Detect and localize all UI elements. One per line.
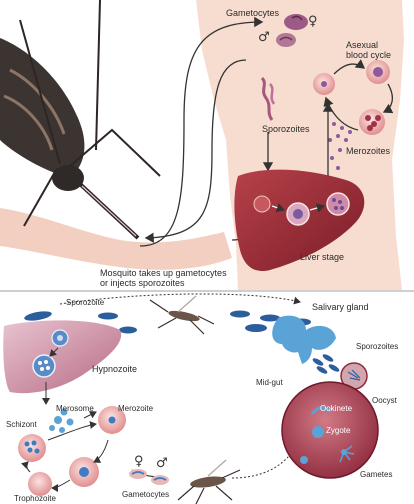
gametocyte-cells-top (276, 14, 308, 47)
gametocyte-cells-bottom (129, 469, 169, 485)
label-zygote: Zygote (326, 426, 351, 435)
female-symbol-bottom: ♀ (134, 454, 144, 469)
female-symbol-top: ♀ (308, 14, 318, 29)
mosquito-flying-top (149, 295, 215, 335)
human-arm (0, 208, 232, 270)
mosquito-flying-bottom (177, 459, 241, 504)
flow-loop-outer (139, 16, 264, 247)
salivary-gland (272, 315, 336, 364)
label-trophozoite: Trophozoite (14, 494, 56, 503)
label-salivary-gland: Salivary gland (312, 302, 369, 312)
sporozoite-squiggle-top-2 (269, 83, 276, 105)
rbc-schizont (18, 434, 46, 462)
label-hypnozoite: Hypnozoite (92, 364, 138, 374)
label-sporozoite: Sporozoite (66, 298, 105, 307)
label-mosquito-caption: Mosquito takes up gametocytes or injects… (100, 268, 227, 288)
mosquito-top (0, 0, 161, 240)
male-symbol-top: ♂ (258, 30, 270, 45)
label-oocyst: Oocyst (372, 396, 397, 405)
rbc-ring (28, 472, 52, 496)
bottom-panel (3, 293, 379, 504)
label-mid-gut: Mid-gut (256, 378, 283, 387)
label-sporozoites-top: Sporozoites (262, 124, 310, 134)
label-ookinete: Ookinete (320, 404, 353, 413)
label-gametocytes-top: Gametocytes (226, 8, 280, 18)
male-symbol-bottom: ♂ (156, 456, 168, 471)
label-schizont: Schizont (6, 420, 37, 429)
liver-bottom (3, 320, 122, 394)
label-asexual-blood-cycle: Asexual blood cycle (346, 40, 392, 60)
top-panel (0, 0, 404, 290)
label-liver-stage: Liver stage (300, 252, 345, 262)
label-merosome: Merosome (56, 404, 94, 413)
asexual-blood-cycle (313, 59, 394, 135)
label-gametocytes-bottom: Gametocytes (122, 490, 170, 499)
merosome-cells (49, 408, 74, 433)
flow-loop-inner (144, 59, 247, 243)
label-merozoites-top: Merozoites (346, 146, 391, 156)
label-gametes: Gametes (360, 470, 393, 479)
label-merozoite: Merozoite (118, 404, 154, 413)
label-sporozoites-bottom: Sporozoites (356, 342, 399, 351)
merozoite-dots-top (328, 122, 352, 180)
sporozoite-squiggle-top-1 (260, 76, 274, 121)
